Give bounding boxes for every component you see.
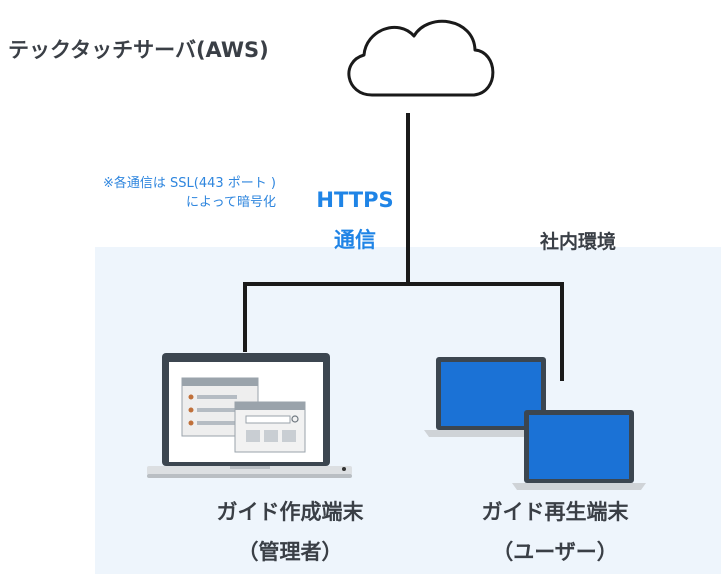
admin-device-label-line2: （管理者） [237, 540, 343, 564]
internal-network-label: 社内環境 [540, 231, 617, 253]
front-laptop [512, 410, 646, 490]
encryption-note-line2: によって暗号化 [186, 195, 276, 210]
admin-device-label: ガイド作成端末 （管理者） [175, 492, 405, 572]
back-laptop [424, 357, 558, 437]
player-device-label-line2: （ユーザー） [492, 540, 618, 564]
protocol-label-line2: 通信 [334, 228, 376, 252]
player-device-label: ガイド再生端末 （ユーザー） [435, 492, 675, 572]
protocol-label: HTTPS 通信 [290, 180, 420, 260]
protocol-label-line1: HTTPS [316, 188, 394, 212]
laptop-icon [147, 353, 352, 478]
admin-screen-window-front [234, 401, 306, 453]
server-label: テックタッチサーバ(AWS) [8, 38, 269, 62]
player-device-label-line1: ガイド再生端末 [481, 500, 629, 524]
encryption-note: ※各通信は SSL(443 ポート ) によって暗号化 [10, 174, 276, 212]
cloud-icon [347, 19, 495, 97]
connection-lines [243, 113, 564, 381]
encryption-note-line1: ※各通信は SSL(443 ポート ) [103, 176, 276, 191]
laptops-icon [424, 357, 646, 490]
admin-device-label-line1: ガイド作成端末 [216, 500, 364, 524]
admin-screen-window-back [181, 377, 259, 437]
